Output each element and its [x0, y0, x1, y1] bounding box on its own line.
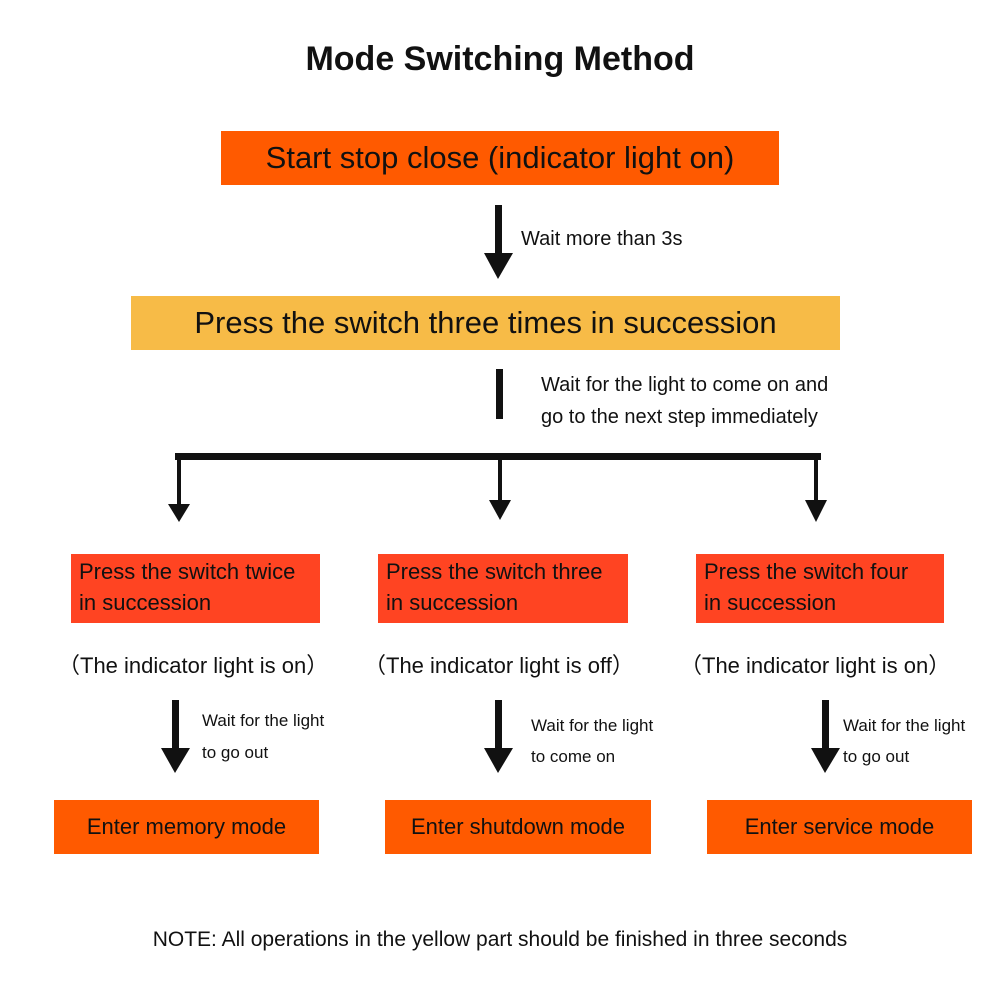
- option-line-2: in succession: [386, 590, 519, 615]
- drop-head-2: [489, 500, 511, 520]
- mode-arrow-shaft-2: [495, 700, 502, 750]
- option-box-four: Press the switch four in succession: [696, 554, 944, 623]
- drop-head-1: [168, 504, 190, 522]
- footer-note: NOTE: All operations in the yellow part …: [152, 928, 848, 951]
- mode-arrow-shaft-3: [822, 700, 829, 750]
- branch-wait-3-line2: to go out: [843, 747, 910, 766]
- wait-label-1: Wait more than 3s: [521, 228, 683, 250]
- diagram-title: Mode Switching Method: [305, 40, 695, 78]
- press-step-box: Press the switch three times in successi…: [131, 296, 840, 350]
- status-text-3: （The indicator light is on）: [680, 653, 951, 678]
- branch-wait-1-line2: to go out: [202, 743, 269, 762]
- drop-head-3: [805, 500, 827, 522]
- start-step-box: Start stop close (indicator light on): [221, 131, 779, 185]
- status-text-2: （The indicator light is off）: [364, 653, 634, 678]
- arrow-head-1: [484, 253, 513, 279]
- mode-arrow-head-1: [161, 748, 190, 773]
- mode-arrow-shaft-1: [172, 700, 179, 750]
- option-box-three: Press the switch three in succession: [378, 554, 628, 623]
- option-line-1: Press the switch three: [386, 559, 603, 584]
- status-text-1: （The indicator light is on）: [58, 653, 329, 678]
- wait-label-2-line2: go to the next step immediately: [541, 406, 818, 428]
- drop-shaft-3: [814, 460, 818, 502]
- memory-mode-box: Enter memory mode: [54, 800, 319, 854]
- wait-label-2-line1: Wait for the light to come on and: [541, 374, 829, 396]
- mode-arrow-head-3: [811, 748, 840, 773]
- option-line-2: in succession: [79, 590, 212, 615]
- option-line-2: in succession: [704, 590, 837, 615]
- drop-shaft-2: [498, 460, 502, 502]
- connector-stub: [496, 369, 503, 419]
- branch-wait-1-line1: Wait for the light: [202, 711, 325, 730]
- branch-wait-2-line2: to come on: [531, 747, 616, 766]
- connector-bus: [175, 453, 821, 460]
- mode-arrow-head-2: [484, 748, 513, 773]
- service-mode-box: Enter service mode: [707, 800, 972, 854]
- branch-wait-3-line1: Wait for the light: [843, 716, 966, 735]
- option-line-1: Press the switch four: [704, 559, 909, 584]
- arrow-shaft-1: [495, 205, 502, 255]
- shutdown-mode-box: Enter shutdown mode: [385, 800, 651, 854]
- branch-wait-2-line1: Wait for the light: [531, 716, 654, 735]
- option-line-1: Press the switch twice: [79, 559, 296, 584]
- drop-shaft-1: [177, 460, 181, 506]
- option-box-twice: Press the switch twice in succession: [71, 554, 320, 623]
